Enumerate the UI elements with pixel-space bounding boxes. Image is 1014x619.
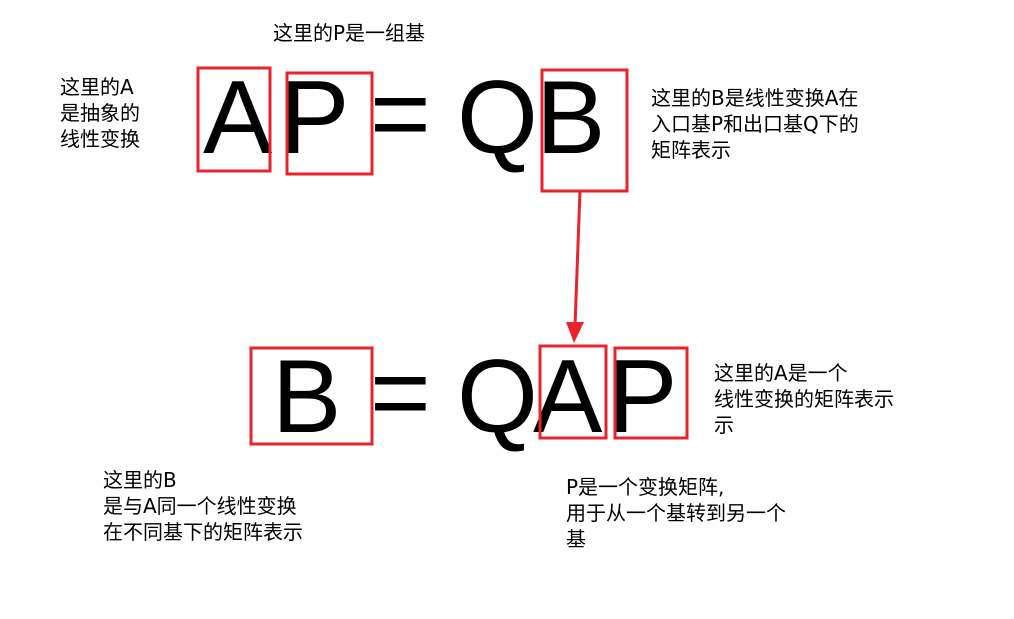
arrow-shaft <box>573 190 582 327</box>
highlight-box-eq2-p <box>613 346 689 440</box>
eq1-symbol-p: P <box>280 60 350 176</box>
highlight-box-eq2-a <box>538 344 608 440</box>
eq2-equals: = <box>370 335 431 451</box>
arrow-head <box>566 322 584 343</box>
highlight-box-eq2-b <box>249 346 374 446</box>
eq1-equals: = <box>370 56 431 172</box>
note-p-is-basis: 这里的P是一组基 <box>273 21 426 45</box>
note-abstract-linear-transform: 这里的A 是抽象的 线性变换 <box>60 75 140 151</box>
note-a-matrix-representation: 这里的A是一个 线性变换的矩阵表示 示 <box>714 361 894 437</box>
eq1-symbol-b: B <box>536 60 606 176</box>
eq2-symbol-q: Q <box>457 339 538 455</box>
highlight-box-eq1-b <box>540 68 629 193</box>
eq2-symbol-p: P <box>608 339 678 455</box>
highlight-box-eq1-p <box>285 71 374 176</box>
note-b-same-transform-different-basis: 这里的B 是与A同一个线性变换 在不同基下的矩阵表示 <box>103 468 303 544</box>
highlight-box-eq1-a <box>196 66 272 173</box>
eq2-symbol-a: A <box>533 339 603 455</box>
eq1-symbol-q: Q <box>457 60 538 176</box>
note-b-matrix-representation: 这里的B是线性变换A在 入口基P和出口基Q下的 矩阵表示 <box>651 86 859 162</box>
eq1-symbol-a: A <box>203 60 273 176</box>
eq2-symbol-b: B <box>272 339 342 455</box>
note-p-change-of-basis: P是一个变换矩阵, 用于从一个基转到另一个 基 <box>566 475 786 551</box>
